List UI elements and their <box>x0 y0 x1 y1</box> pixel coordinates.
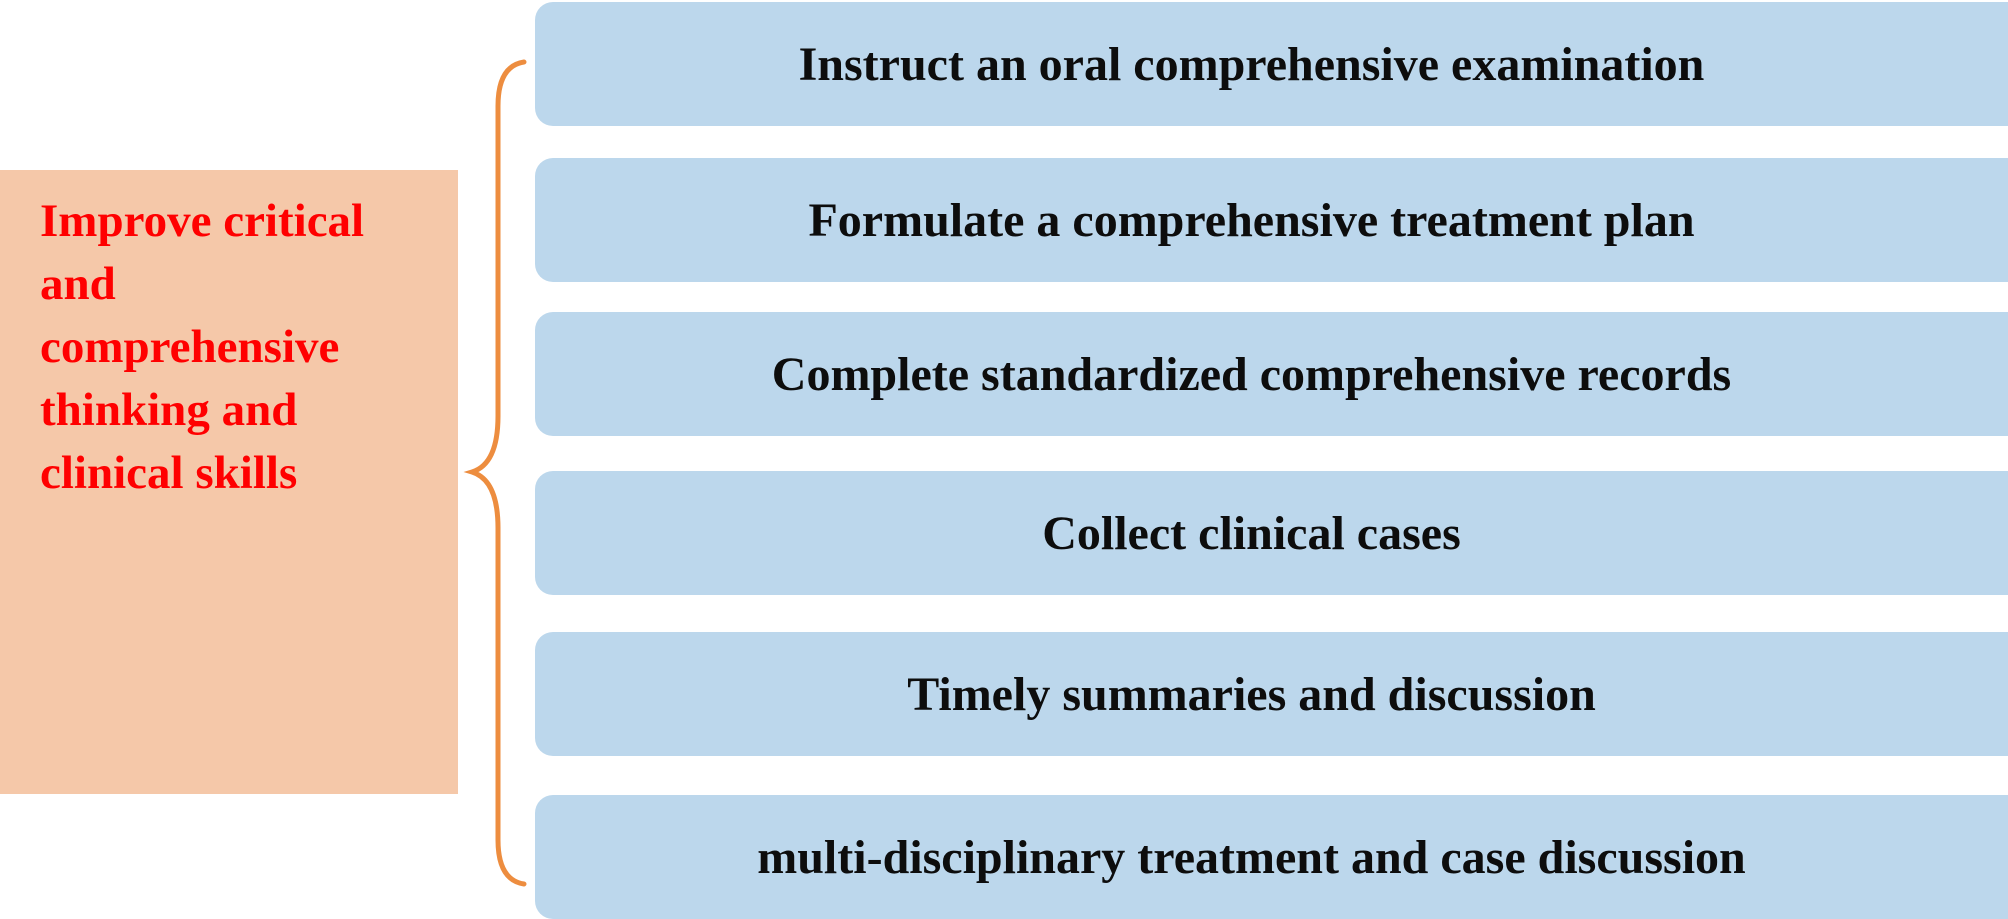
step-label: Formulate a comprehensive treatment plan <box>808 193 1695 247</box>
step-box-records: Complete standardized comprehensive reco… <box>535 312 2008 436</box>
step-label: Complete standardized comprehensive reco… <box>771 347 1732 401</box>
step-label: multi-disciplinary treatment and case di… <box>757 830 1746 884</box>
step-box-summaries: Timely summaries and discussion <box>535 632 2008 756</box>
step-box-clinical-cases: Collect clinical cases <box>535 471 2008 595</box>
step-box-multidisciplinary: multi-disciplinary treatment and case di… <box>535 795 2008 919</box>
step-label: Instruct an oral comprehensive examinati… <box>798 37 1705 91</box>
step-box-treatment-plan: Formulate a comprehensive treatment plan <box>535 158 2008 282</box>
step-box-oral-examination: Instruct an oral comprehensive examinati… <box>535 2 2008 126</box>
goal-text: Improve critical and comprehensive think… <box>40 195 365 499</box>
curly-brace-connector <box>463 59 527 887</box>
goal-box: Improve critical and comprehensive think… <box>0 170 458 794</box>
brace-path <box>463 59 527 887</box>
step-label: Collect clinical cases <box>1042 506 1461 560</box>
step-label: Timely summaries and discussion <box>907 667 1596 721</box>
